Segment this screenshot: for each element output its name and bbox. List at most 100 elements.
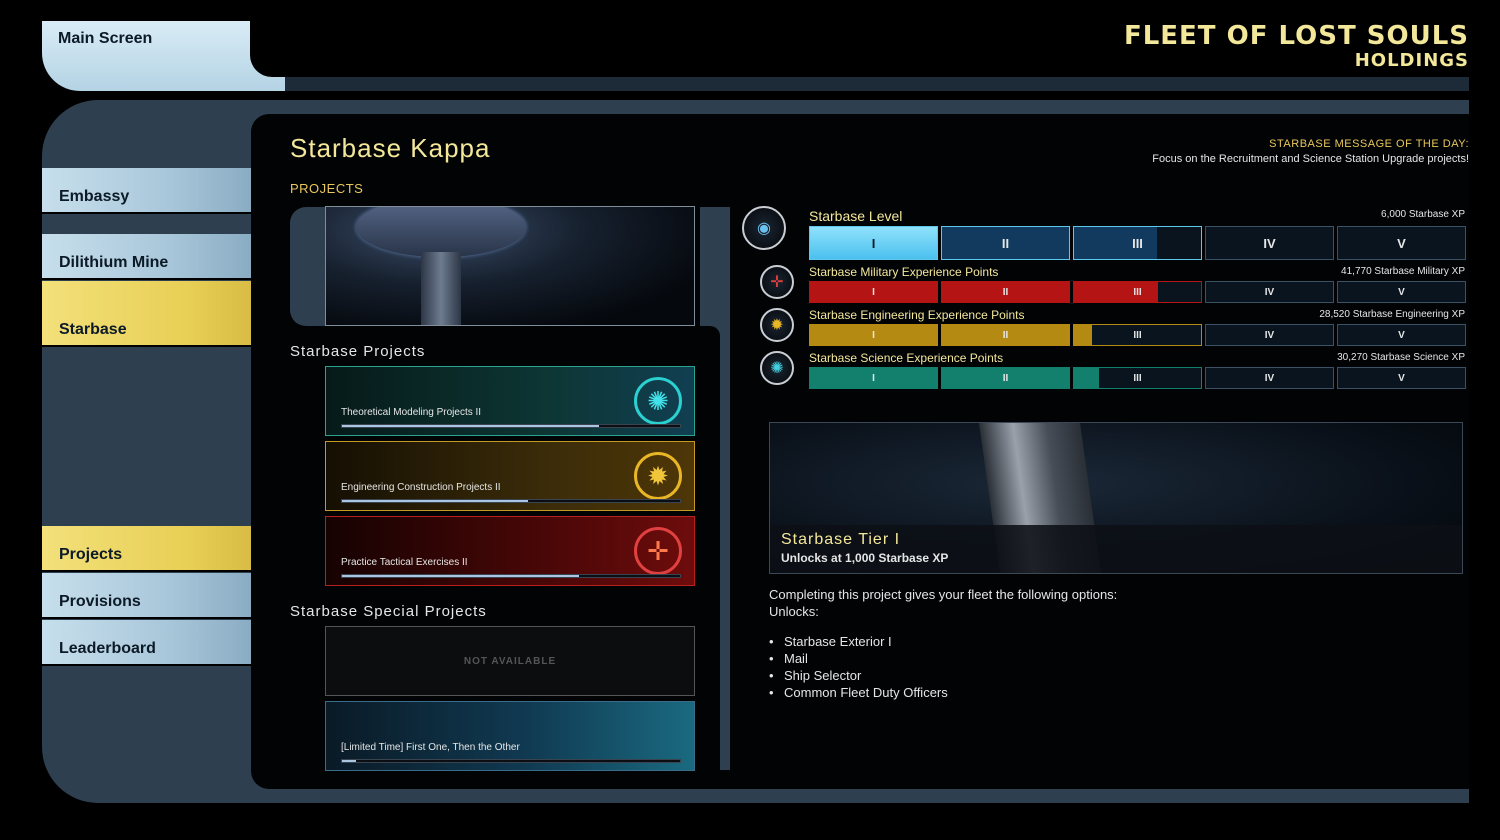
project-name: Theoretical Modeling Projects II bbox=[341, 407, 482, 418]
page-title: Starbase Kappa bbox=[290, 133, 491, 163]
tier-label: IV bbox=[1264, 372, 1275, 384]
tier-fill bbox=[810, 282, 937, 302]
level-xp: 30,270 Starbase Science XP bbox=[1337, 352, 1465, 363]
level-row: ✺ Starbase Science Experience Points 30,27… bbox=[740, 349, 1466, 389]
tier-fill bbox=[1074, 227, 1157, 259]
unlock-item: Common Fleet Duty Officers bbox=[769, 684, 948, 701]
level-xp: 28,520 Starbase Engineering XP bbox=[1319, 309, 1465, 320]
tier-fill bbox=[1074, 368, 1100, 388]
level-label: Starbase Military Experience Points bbox=[809, 265, 999, 279]
sidebar-item-provisions[interactable]: Provisions bbox=[42, 573, 251, 619]
tier-label: V bbox=[1397, 235, 1406, 251]
sidebar-item-starbase[interactable]: Starbase bbox=[42, 281, 251, 347]
tier-cell-ii[interactable]: II bbox=[941, 324, 1070, 346]
project-name: [Limited Time] First One, Then the Other bbox=[341, 742, 520, 753]
tier-fill bbox=[942, 325, 1069, 345]
unlock-item: Mail bbox=[769, 650, 948, 667]
tier-cell-iii[interactable]: III bbox=[1073, 226, 1202, 260]
tier-label: IV bbox=[1263, 235, 1276, 251]
tier-label: II bbox=[1002, 286, 1009, 298]
bracket-cutout bbox=[696, 326, 720, 770]
tier-cell-iv[interactable]: IV bbox=[1205, 281, 1334, 303]
fleet-title: FLEET OF LOST SOULS HOLDINGS bbox=[1124, 21, 1469, 71]
tier-cell-i[interactable]: I bbox=[809, 281, 938, 303]
tier-fill bbox=[810, 368, 937, 388]
tier-label: I bbox=[872, 286, 875, 298]
tier-fill bbox=[810, 325, 937, 345]
starbase-saucer bbox=[356, 207, 526, 257]
fleet-name: FLEET OF LOST SOULS bbox=[1123, 21, 1469, 51]
sidebar-item-leaderboard[interactable]: Leaderboard bbox=[42, 620, 251, 666]
tier-cell-iii[interactable]: III bbox=[1073, 281, 1202, 303]
tier-cell-ii[interactable]: II bbox=[941, 226, 1070, 260]
tier-label: IV bbox=[1264, 286, 1275, 298]
tier-label: III bbox=[1132, 235, 1143, 251]
level-row: ✛ Starbase Military Experience Points 41,7… bbox=[740, 263, 1466, 303]
tier-cell-v[interactable]: V bbox=[1337, 281, 1466, 303]
military-emblem-icon: ✛ bbox=[760, 265, 794, 299]
sidebar-item-dilithium-mine[interactable]: Dilithium Mine bbox=[42, 234, 251, 280]
left-bracket bbox=[290, 207, 330, 326]
tier-cell-v[interactable]: V bbox=[1337, 226, 1466, 260]
tier-cell-ii[interactable]: II bbox=[941, 281, 1070, 303]
sidebar-item-embassy[interactable]: Embassy bbox=[42, 168, 251, 214]
holdings-subtitle: HOLDINGS bbox=[1354, 50, 1469, 71]
tier-fill bbox=[1074, 282, 1158, 302]
project-progress-fill bbox=[342, 500, 528, 502]
tier-cell-i[interactable]: I bbox=[809, 226, 938, 260]
tier-cell-iii[interactable]: III bbox=[1073, 324, 1202, 346]
tactical-emblem-icon: ✛ bbox=[634, 527, 682, 575]
project-name: Practice Tactical Exercises II bbox=[341, 557, 468, 568]
level-xp: 6,000 Starbase XP bbox=[1381, 209, 1465, 220]
sidebar-item-projects[interactable]: Projects bbox=[42, 526, 251, 572]
tier-cell-iv[interactable]: IV bbox=[1205, 324, 1334, 346]
tier-fill bbox=[942, 282, 1069, 302]
tier-cell-i[interactable]: I bbox=[809, 367, 938, 389]
tier-label: I bbox=[872, 329, 875, 341]
motd-text: Focus on the Recruitment and Science Sta… bbox=[1152, 153, 1469, 165]
projects-caption: PROJECTS bbox=[290, 181, 364, 196]
tier-label: I bbox=[872, 372, 875, 384]
tier-subtitle: Unlocks at 1,000 Starbase XP bbox=[781, 551, 949, 565]
tier-label: III bbox=[1133, 286, 1142, 298]
tier-cell-ii[interactable]: II bbox=[941, 367, 1070, 389]
project-card-tactical[interactable]: ✛ Practice Tactical Exercises II bbox=[325, 516, 695, 586]
engineering-emblem-icon: ✹ bbox=[634, 452, 682, 500]
tier-label: II bbox=[1001, 235, 1010, 251]
tier-cell-iv[interactable]: IV bbox=[1205, 226, 1334, 260]
tier-cell-iii[interactable]: III bbox=[1073, 367, 1202, 389]
tier-label: V bbox=[1398, 286, 1405, 298]
project-card-science[interactable]: ✺ Theoretical Modeling Projects II bbox=[325, 366, 695, 436]
level-label: Starbase Level bbox=[809, 208, 903, 224]
tier-fill bbox=[1074, 325, 1092, 345]
tab-notch bbox=[250, 21, 310, 77]
level-label: Starbase Engineering Experience Points bbox=[809, 308, 1025, 322]
tier-label: II bbox=[1002, 372, 1009, 384]
tier-label: III bbox=[1133, 329, 1142, 341]
level-label: Starbase Science Experience Points bbox=[809, 351, 1004, 365]
tier-preview: Starbase Tier I Unlocks at 1,000 Starbas… bbox=[769, 422, 1463, 574]
project-progress-track bbox=[341, 759, 681, 763]
tier-label: V bbox=[1398, 372, 1405, 384]
science-emblem-icon: ✺ bbox=[760, 351, 794, 385]
tier-cell-iv[interactable]: IV bbox=[1205, 367, 1334, 389]
project-progress-track bbox=[341, 499, 681, 503]
main-screen-tab[interactable] bbox=[42, 21, 285, 91]
tier-label: V bbox=[1398, 329, 1405, 341]
tier-cell-i[interactable]: I bbox=[809, 324, 938, 346]
project-card-limited[interactable]: [Limited Time] First One, Then the Other bbox=[325, 701, 695, 771]
unlock-list: Starbase Exterior I Mail Ship Selector C… bbox=[769, 633, 948, 701]
starbase-hero-image bbox=[325, 206, 695, 326]
project-progress-fill bbox=[342, 575, 579, 577]
main-screen-label[interactable]: Main Screen bbox=[58, 30, 153, 47]
science-emblem-icon: ✺ bbox=[634, 377, 682, 425]
project-name: Engineering Construction Projects II bbox=[341, 482, 501, 493]
level-xp: 41,770 Starbase Military XP bbox=[1341, 266, 1465, 277]
tier-cell-v[interactable]: V bbox=[1337, 324, 1466, 346]
project-card-engineering[interactable]: ✹ Engineering Construction Projects II bbox=[325, 441, 695, 511]
tier-cell-v[interactable]: V bbox=[1337, 367, 1466, 389]
